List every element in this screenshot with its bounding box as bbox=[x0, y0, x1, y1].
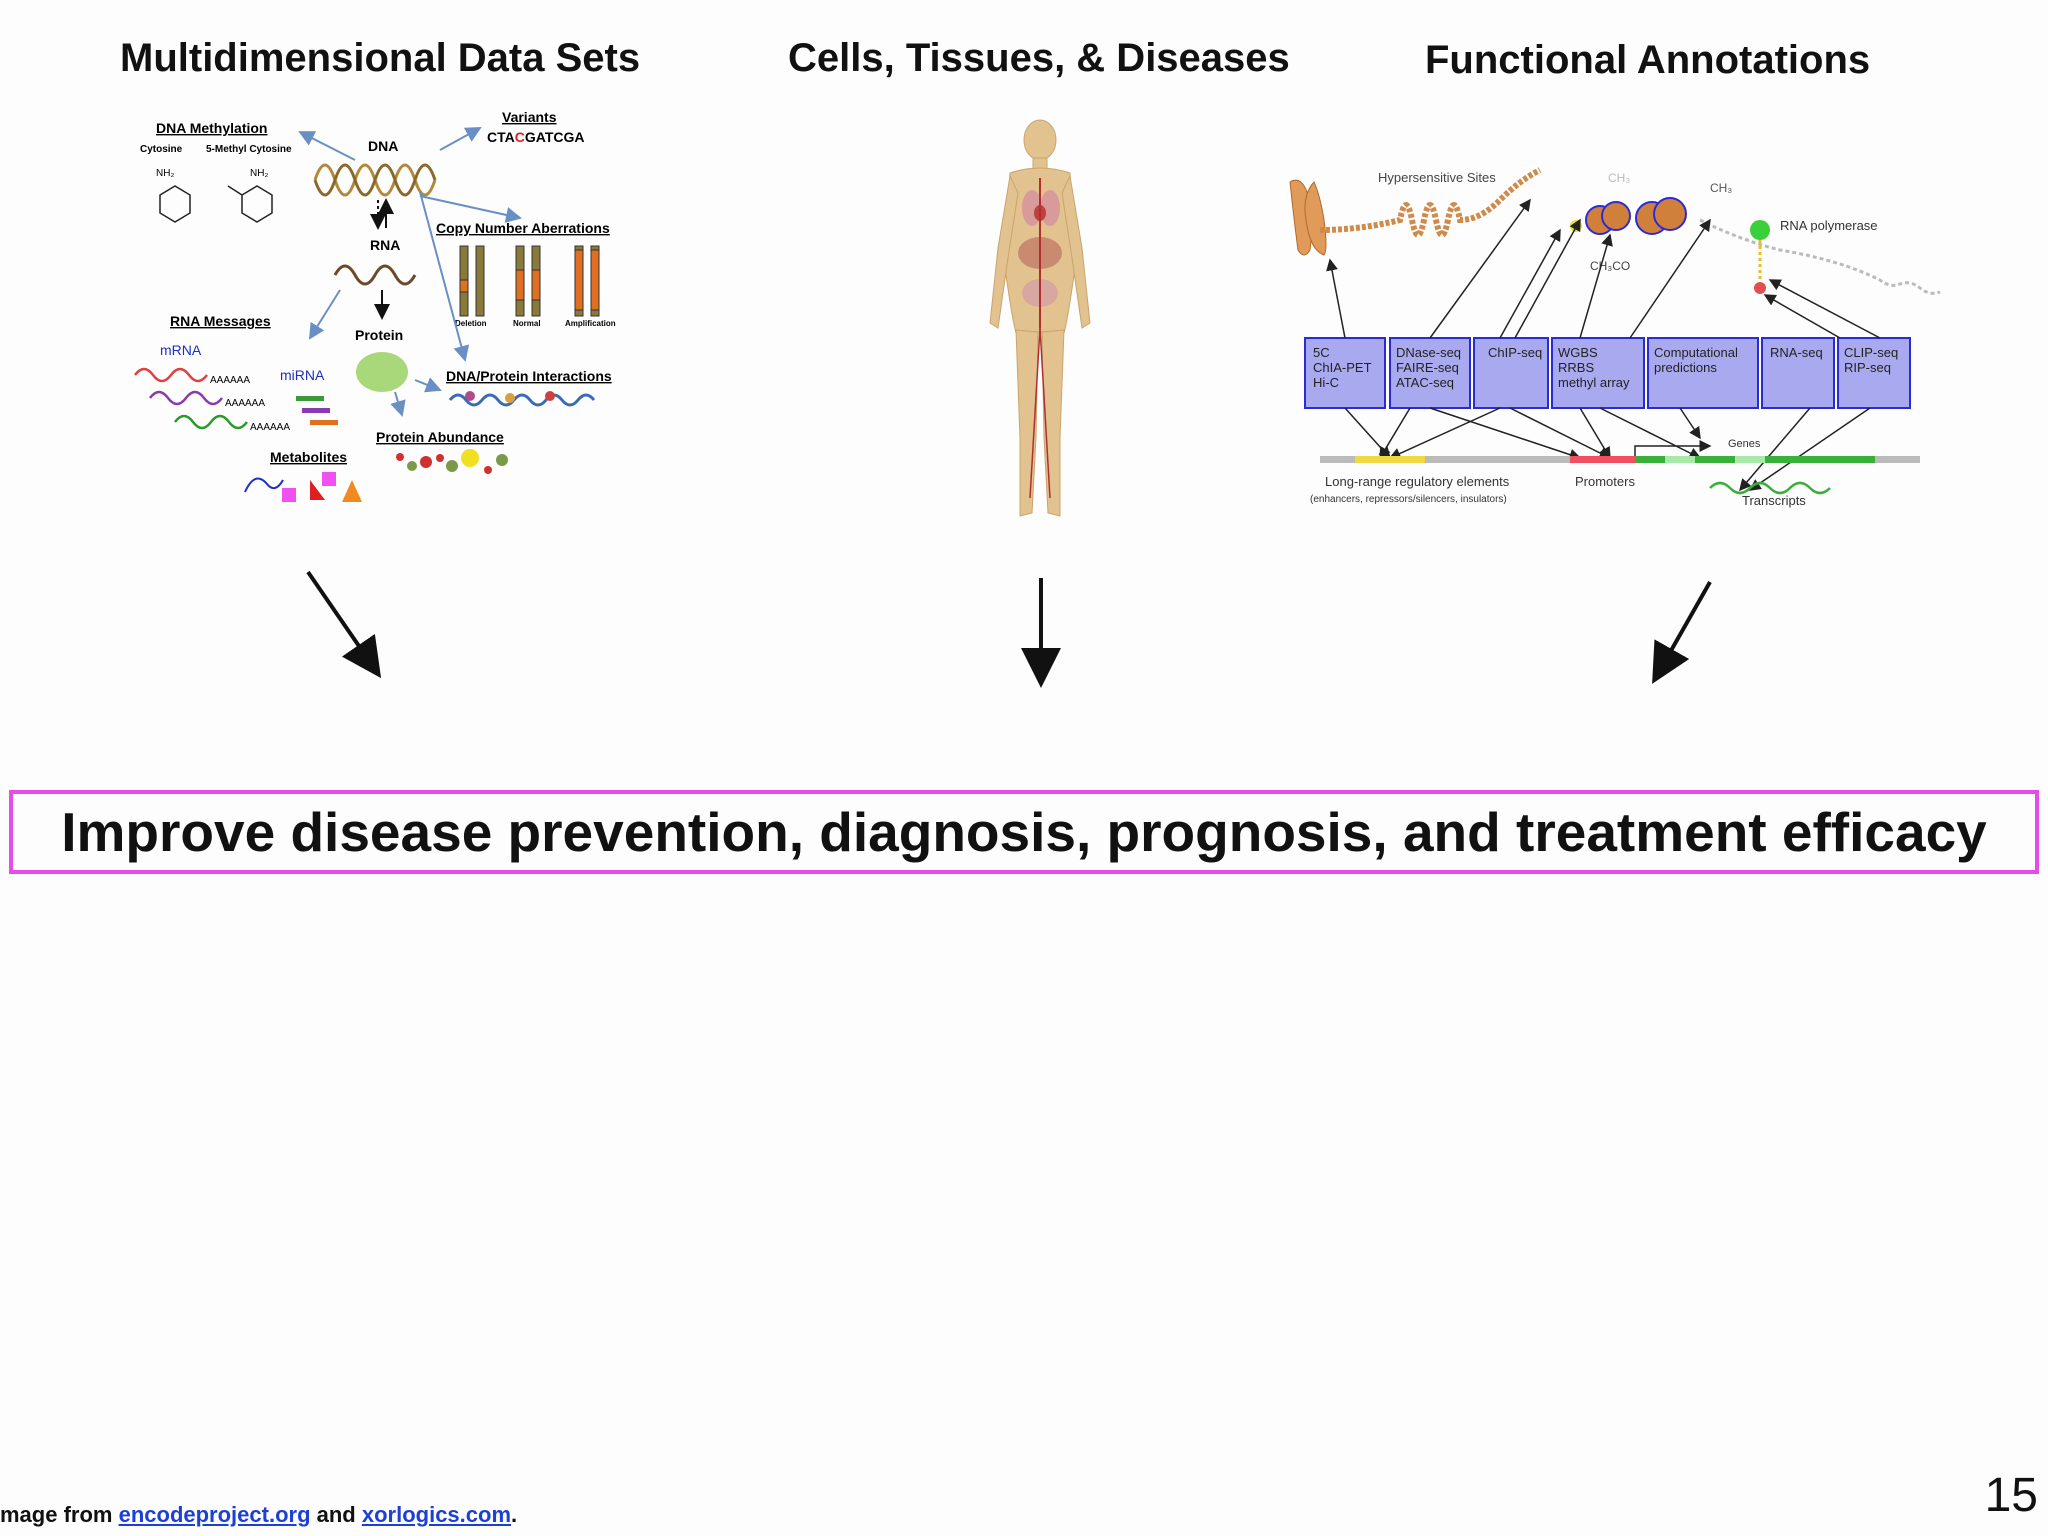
promoter-arrow bbox=[1634, 440, 1712, 456]
arrow-left bbox=[306, 570, 382, 679]
svg-text:Hi-C: Hi-C bbox=[1313, 375, 1339, 390]
mirna-label: miRNA bbox=[280, 367, 325, 383]
chromosome-icon bbox=[1289, 179, 1327, 256]
ch3-label-1: CH₃ bbox=[1608, 171, 1630, 185]
hypersensitive-label: Hypersensitive Sites bbox=[1378, 170, 1496, 185]
svg-text:WGBS: WGBS bbox=[1558, 345, 1598, 360]
mrna-strands bbox=[134, 367, 248, 430]
normal-label: Normal bbox=[513, 319, 541, 328]
polya-1: AAAAAA bbox=[210, 375, 250, 386]
ch3-label-2: CH₃ bbox=[1710, 181, 1732, 195]
dna-protein-label: DNA/Protein Interactions bbox=[446, 368, 612, 384]
rna-polymerase-label: RNA polymerase bbox=[1780, 218, 1878, 233]
dna-label: DNA bbox=[368, 138, 398, 154]
goal-box: Improve disease prevention, diagnosis, p… bbox=[9, 790, 2039, 874]
promoters-label: Promoters bbox=[1575, 474, 1635, 489]
protein-abundance-label: Protein Abundance bbox=[376, 429, 504, 445]
genes-label: Genes bbox=[1728, 438, 1761, 450]
link-encodeproject[interactable]: encodeproject.org bbox=[118, 1502, 311, 1527]
protein-label: Protein bbox=[355, 327, 403, 343]
transcript-strand bbox=[1709, 481, 1831, 495]
page-number: 15 bbox=[1984, 1469, 2038, 1522]
svg-text:DNase-seq: DNase-seq bbox=[1396, 345, 1461, 360]
link-xorlogics[interactable]: xorlogics.com bbox=[361, 1502, 512, 1527]
methyl-cytosine-structure bbox=[227, 185, 273, 223]
svg-text:RIP-seq: RIP-seq bbox=[1844, 360, 1891, 375]
credit-mid: and bbox=[310, 1502, 362, 1527]
long-range-sub-label: (enhancers, repressors/silencers, insula… bbox=[1310, 494, 1507, 505]
long-range-label: Long-range regulatory elements bbox=[1325, 474, 1510, 489]
svg-text:5C: 5C bbox=[1313, 345, 1330, 360]
credit-prefix: mage from bbox=[0, 1502, 119, 1527]
cytosine-label: Cytosine bbox=[140, 144, 183, 155]
polya-2: AAAAAA bbox=[225, 398, 265, 409]
variant-sequence: CTACGATCGA bbox=[487, 129, 584, 145]
goal-text: Improve disease prevention, diagnosis, p… bbox=[61, 801, 1987, 863]
flow-arrows bbox=[306, 570, 1712, 688]
svg-text:FAIRE-seq: FAIRE-seq bbox=[1396, 360, 1459, 375]
mirna-bars bbox=[296, 396, 338, 425]
assay-box-chip: ChIP-seq bbox=[1473, 337, 1549, 409]
dna-helix bbox=[313, 163, 437, 197]
nucleosomes bbox=[1570, 197, 1687, 235]
protein-abundance-dots bbox=[396, 449, 508, 474]
human-body-figure bbox=[989, 119, 1091, 517]
svg-text:ATAC-seq: ATAC-seq bbox=[1396, 375, 1454, 390]
chromatin-fiber bbox=[1319, 167, 1542, 238]
cytosine-structure bbox=[159, 185, 191, 223]
cytosine-nh2: NH₂ bbox=[156, 168, 174, 179]
polya-3: AAAAAA bbox=[250, 422, 290, 433]
metabolite-shapes bbox=[244, 472, 362, 502]
svg-text:Computational: Computational bbox=[1654, 345, 1738, 360]
svg-text:methyl array: methyl array bbox=[1558, 375, 1630, 390]
protein-blob bbox=[356, 352, 408, 392]
heading-data-sets: Multidimensional Data Sets bbox=[120, 36, 641, 80]
svg-text:RRBS: RRBS bbox=[1558, 360, 1594, 375]
dna-protein-strand bbox=[448, 393, 596, 407]
internal-organs bbox=[1018, 178, 1062, 499]
transcripts-label: Transcripts bbox=[1742, 493, 1806, 508]
open-dna-strand bbox=[1699, 218, 1941, 295]
variants-label: Variants bbox=[502, 109, 557, 125]
copy-number-bars bbox=[459, 245, 600, 317]
arrow-right bbox=[1652, 581, 1712, 684]
svg-text:ChIP-seq: ChIP-seq bbox=[1488, 345, 1542, 360]
svg-text:CLIP-seq: CLIP-seq bbox=[1844, 345, 1898, 360]
copy-number-label: Copy Number Aberrations bbox=[436, 220, 610, 236]
gene-track bbox=[1320, 456, 1920, 463]
assay-box-rnaseq: RNA-seq bbox=[1761, 337, 1835, 409]
multidimensional-diagram: DNA Methylation Cytosine 5-Methyl Cytosi… bbox=[134, 109, 616, 502]
metabolites-label: Metabolites bbox=[270, 449, 347, 465]
functional-annotation-diagram: Hypersensitive Sites CH₃ CH₃ CH₃CO RNA p… bbox=[1289, 167, 1941, 508]
rna-label: RNA bbox=[370, 237, 400, 253]
methyl-cytosine-label: 5-Methyl Cytosine bbox=[206, 144, 292, 155]
deletion-label: Deletion bbox=[455, 319, 487, 328]
svg-text:ChIA-PET: ChIA-PET bbox=[1313, 360, 1372, 375]
methyl-cytosine-nh2: NH₂ bbox=[250, 168, 268, 179]
image-credit: mage from encodeproject.org and xorlogic… bbox=[0, 1502, 517, 1528]
credit-suffix: . bbox=[511, 1502, 518, 1527]
amplification-label: Amplification bbox=[565, 319, 616, 328]
svg-text:RNA-seq: RNA-seq bbox=[1770, 345, 1823, 360]
heading-cells-tissues: Cells, Tissues, & Diseases bbox=[788, 36, 1290, 80]
heading-functional-annotations: Functional Annotations bbox=[1425, 38, 1871, 82]
svg-text:predictions: predictions bbox=[1654, 360, 1717, 375]
mrna-label: mRNA bbox=[160, 342, 202, 358]
rna-messages-label: RNA Messages bbox=[170, 313, 271, 329]
rna-strand bbox=[333, 264, 417, 286]
dna-methylation-label: DNA Methylation bbox=[156, 120, 267, 136]
rna-polymerase-icon bbox=[1750, 220, 1770, 240]
